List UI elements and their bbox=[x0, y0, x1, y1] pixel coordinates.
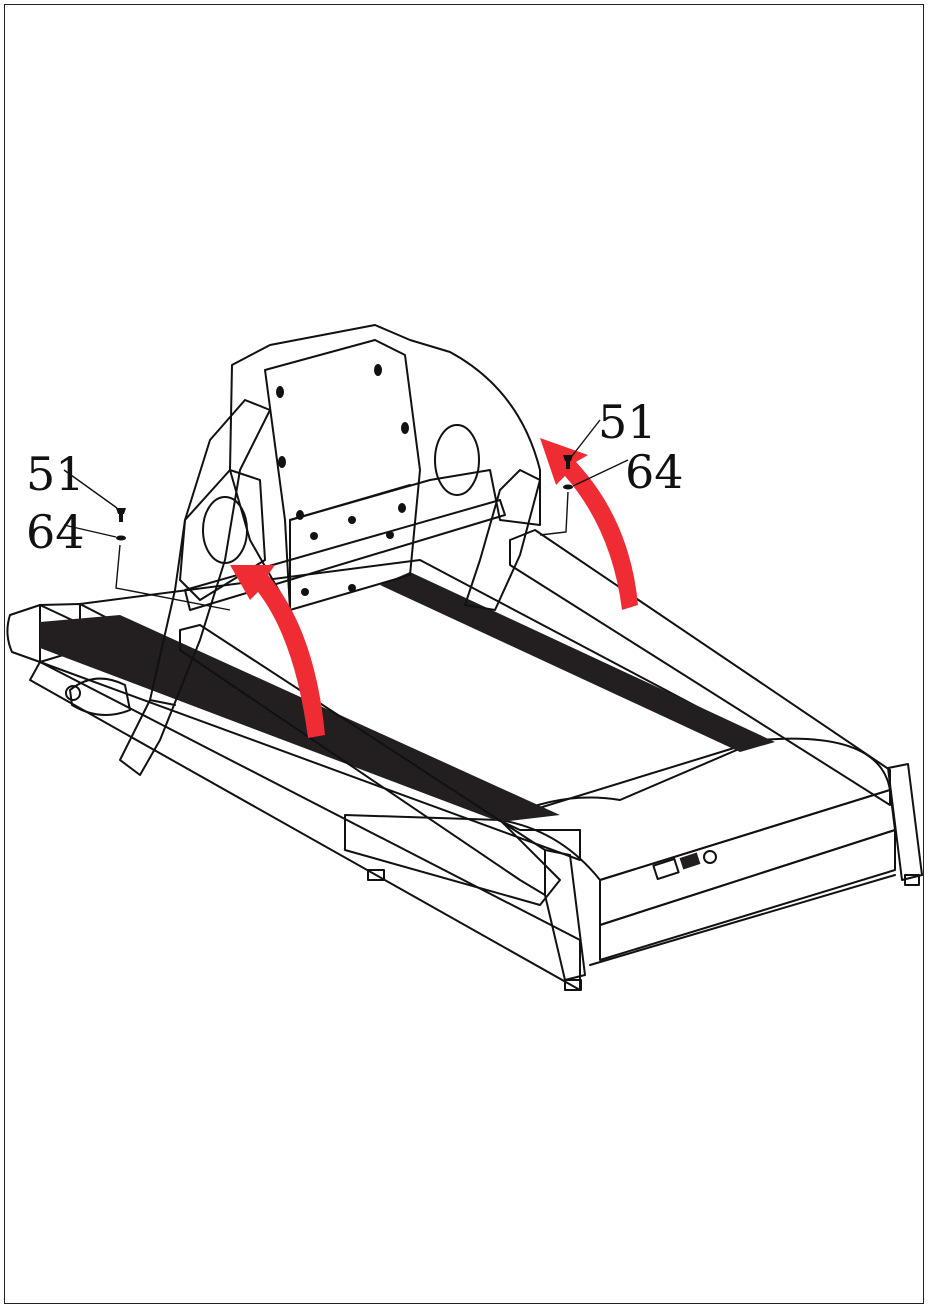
console-assembly bbox=[179, 324, 541, 611]
running-belt bbox=[40, 572, 775, 822]
callout-51-left: 51 bbox=[26, 447, 85, 501]
right-upright-frame bbox=[464, 469, 923, 881]
page-frame bbox=[4, 4, 924, 1304]
rotation-arrow-right bbox=[540, 438, 638, 610]
callout-64-right: 64 bbox=[625, 445, 684, 499]
right-fastener-group: 51 64 bbox=[539, 395, 684, 536]
callout-51-right: 51 bbox=[598, 395, 657, 449]
callout-64-left: 64 bbox=[26, 505, 85, 559]
rotation-arrow-left bbox=[230, 565, 325, 738]
left-fastener-group: 51 64 bbox=[26, 447, 231, 611]
